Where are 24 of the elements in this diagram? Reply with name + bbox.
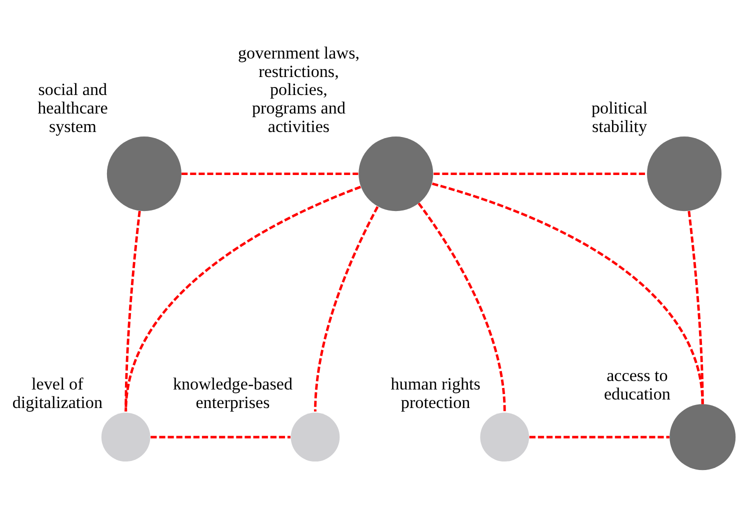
node-circle xyxy=(670,404,736,470)
node-label: political stability xyxy=(591,98,648,136)
connector xyxy=(182,172,358,175)
connector xyxy=(434,172,647,175)
connector xyxy=(150,435,290,438)
connector xyxy=(124,210,141,411)
node-circle xyxy=(358,136,434,211)
connector xyxy=(688,210,704,404)
node-label: human rights protection xyxy=(390,374,480,412)
connector xyxy=(314,206,379,412)
connector xyxy=(124,185,362,412)
node-circle xyxy=(646,136,722,211)
connector xyxy=(432,182,704,404)
connector xyxy=(529,435,670,438)
node-circle xyxy=(480,412,530,462)
node-circle xyxy=(290,412,340,462)
connector xyxy=(418,202,506,412)
node-circle xyxy=(101,412,150,462)
node-label: social and healthcare system xyxy=(38,80,108,136)
node-label: access to education xyxy=(604,366,670,403)
node-label: knowledge-based enterprises xyxy=(172,374,293,412)
node-label: government laws, restrictions, policies, programs and activities xyxy=(238,43,360,136)
node-circle xyxy=(106,136,182,211)
node-label: level of digitalization xyxy=(12,374,103,412)
